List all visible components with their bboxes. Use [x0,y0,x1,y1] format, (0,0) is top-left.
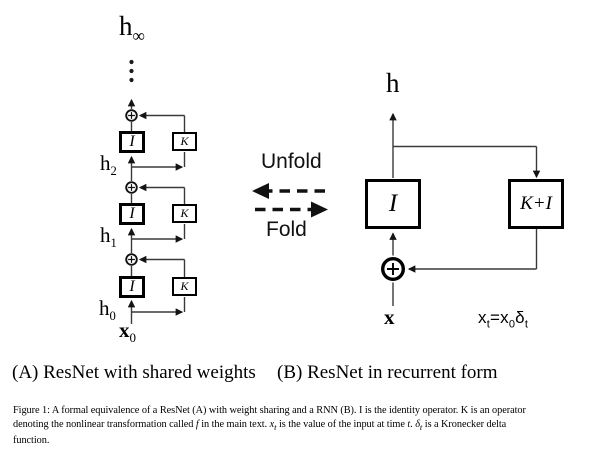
label-h-infinity: h∞ [119,11,145,46]
plus-circle-icon [125,109,138,122]
label-x0: x0 [119,318,137,346]
kernel-box-label: K [180,279,189,293]
label-h1: h1 [100,223,117,251]
panel-a-caption: (A) ResNet with shared weights [12,362,256,383]
unfold-label: Unfold [261,150,322,173]
diagram-wires [125,59,541,324]
kernel-box: K [172,204,197,223]
label-h0: h0 [99,296,116,324]
identity-box-large: I [365,179,421,229]
caption-line-1: Figure 1: A formal equivalence of a ResN… [13,405,526,416]
fold-label: Fold [266,218,307,241]
recurrent-box: K+I [508,179,564,229]
vertical-ellipsis-icon [129,59,134,83]
identity-box-label: I [129,278,135,295]
plus-circle-icon [125,181,138,194]
input-equation: xt=x0δt [478,308,529,331]
identity-box-label: I [129,205,135,222]
recurrent-box-label: K+I [520,193,552,214]
kernel-box: K [172,277,197,296]
caption-line-2: denoting the nonlinear transformation ca… [13,419,507,433]
kernel-box: K [172,132,197,151]
identity-box: I [119,131,145,153]
kernel-box-label: K [180,134,189,148]
unfold-arrow-icon [252,183,325,199]
plus-circle-icon-large [381,257,406,282]
panel-a-wires [127,98,186,324]
identity-box-label: I [388,190,398,217]
plus-circle-icon [125,253,138,266]
figure-caption: Figure 1: A formal equivalence of a ResN… [13,404,575,449]
identity-box: I [119,276,145,298]
caption-line-3: function. [13,435,50,447]
panel-a-sum-nodes [125,109,138,266]
panel-b-wires [389,112,541,306]
identity-box-label: I [129,133,135,150]
panel-b-caption: (B) ResNet in recurrent form [277,362,498,383]
identity-box: I [119,203,145,225]
label-x-input: x [384,305,395,329]
kernel-box-label: K [180,206,189,220]
label-h2: h2 [100,151,117,179]
fold-arrow-icon [255,201,328,218]
label-h-output: h [386,68,400,98]
